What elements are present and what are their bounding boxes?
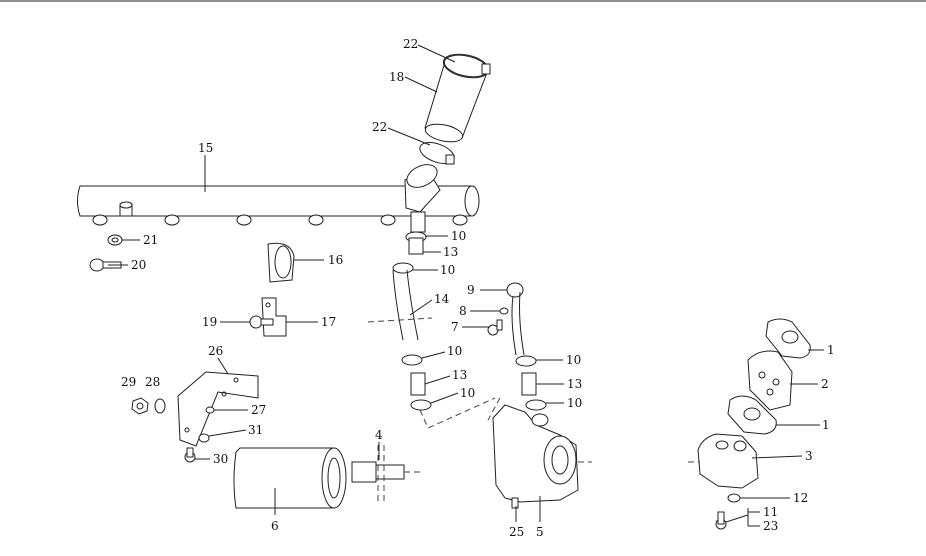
part-15-rail (77, 164, 480, 226)
part-18-hose (424, 54, 489, 143)
callout-20: 20 (131, 258, 146, 272)
part-27-bolt (205, 406, 215, 414)
callout-10-f: 10 (567, 396, 582, 410)
part-7-bolt (487, 319, 503, 336)
callout-17: 17 (321, 315, 336, 329)
callout-7: 7 (451, 320, 459, 334)
callout-16: 16 (328, 253, 343, 267)
callout-3: 3 (805, 449, 813, 463)
callout-28: 28 (145, 375, 160, 389)
part-4-nipple (351, 445, 420, 505)
part-10-13-lower-left (401, 354, 496, 429)
callout-22-lower: 22 (372, 120, 387, 134)
callout-29: 29 (121, 375, 136, 389)
callout-1-lower: 1 (822, 418, 830, 432)
callout-23: 23 (763, 519, 778, 533)
callout-26: 26 (208, 344, 223, 358)
callout-21: 21 (143, 233, 158, 247)
part-21-washer (107, 234, 123, 246)
leader-lines (108, 44, 824, 527)
part-1-gasket-lower (727, 395, 777, 435)
part-16-clamp (267, 242, 295, 283)
part-19-bolt (249, 315, 274, 329)
part-10-13-right (515, 355, 547, 411)
part-17-bracket (261, 297, 287, 337)
callout-10-d: 10 (460, 386, 475, 400)
part-29-nut (131, 397, 149, 415)
part-9-banjo (506, 282, 525, 356)
callout-8: 8 (459, 304, 467, 318)
part-22-clamp-lower (419, 142, 455, 165)
callout-13-c: 13 (567, 377, 582, 391)
part-14-hose-left (367, 269, 433, 341)
callout-25: 25 (509, 525, 524, 539)
part-28-washer (154, 398, 166, 414)
part-12-washer (727, 493, 741, 503)
part-5-filter-head (487, 397, 592, 503)
part-31-washer (198, 433, 210, 443)
callout-5: 5 (536, 525, 544, 539)
callout-18: 18 (389, 70, 404, 84)
callout-10-c: 10 (447, 344, 462, 358)
part-30-bolt (184, 447, 196, 463)
callout-31: 31 (248, 423, 263, 437)
callout-10-b: 10 (440, 263, 455, 277)
part-26-bracket (177, 371, 259, 447)
callout-27: 27 (251, 403, 266, 417)
part-22-clamp-upper (442, 53, 491, 79)
callout-9: 9 (467, 283, 475, 297)
callout-11: 11 (763, 505, 778, 519)
part-2-spacer (747, 350, 793, 411)
part-1-gasket-upper (765, 318, 811, 359)
callout-30: 30 (213, 452, 228, 466)
part-8-washer (499, 307, 509, 315)
part-6-filter (233, 447, 347, 509)
callout-10-a: 10 (451, 229, 466, 243)
callout-22-upper: 22 (403, 37, 418, 51)
callout-2: 2 (821, 377, 829, 391)
part-11-23-bolt (715, 511, 727, 530)
callout-6: 6 (271, 519, 279, 533)
part-3-valve-body (688, 433, 759, 489)
callout-1-upper: 1 (827, 343, 835, 357)
callout-4: 4 (375, 428, 383, 442)
part-25-drain (511, 497, 519, 509)
callout-15: 15 (198, 141, 213, 155)
callout-10-e: 10 (566, 353, 581, 367)
part-10-13-upper-left (392, 211, 427, 274)
callout-labels: 22 18 22 15 21 20 16 19 17 10 13 10 14 1… (121, 37, 835, 539)
callout-13-b: 13 (452, 368, 467, 382)
callout-13-a: 13 (443, 245, 458, 259)
callout-12: 12 (793, 491, 808, 505)
callout-14: 14 (434, 292, 450, 306)
callout-19: 19 (202, 315, 217, 329)
